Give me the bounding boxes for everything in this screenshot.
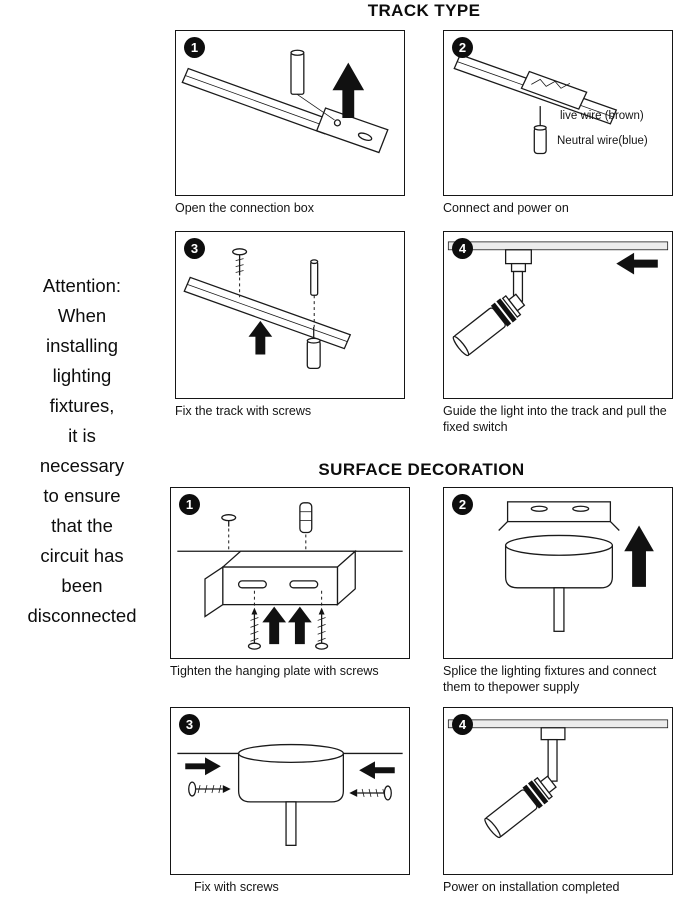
hanging-connector [306, 326, 321, 369]
screw-pin [310, 259, 319, 327]
step-caption: Guide the light into the track and pull … [443, 404, 667, 434]
step-panel-track-4: 4 [443, 231, 673, 399]
step-caption: Fix the track with screws [175, 404, 312, 418]
canopy [504, 534, 614, 589]
arrow-up-icon [288, 606, 312, 645]
step-panel-surface-2: 2 [443, 487, 673, 659]
step-number-badge: 2 [452, 494, 473, 515]
arrow-up-icon [248, 320, 273, 355]
screw [188, 781, 231, 797]
step-panel-track-1: 1 [175, 30, 405, 196]
spotlight [484, 775, 557, 839]
step-caption: Fix with screws [194, 880, 279, 894]
live-wire-label: live wire (brown) [560, 110, 644, 122]
fix-with-screws-illustration [177, 743, 403, 846]
mounting-bracket [498, 501, 620, 531]
arrow-up-icon [262, 606, 287, 645]
wiring-cover [520, 70, 588, 110]
step-panel-surface-3: 3 [170, 707, 410, 875]
step-caption: Power on installation completed [443, 880, 620, 894]
installation-completed-illustration [447, 719, 669, 839]
track-adapter [540, 727, 566, 741]
wall-anchor [299, 502, 313, 550]
pendant-rod [285, 801, 297, 846]
connector-pin [290, 49, 335, 121]
canopy [237, 743, 344, 803]
ceiling-track [447, 719, 669, 729]
step-caption: Open the connection box [175, 201, 314, 215]
arrow-right-icon [185, 757, 221, 776]
step-panel-surface-1: 1 [170, 487, 410, 659]
arrow-up-icon [624, 525, 654, 587]
hanging-wire-connector [533, 106, 547, 155]
arrow-left-icon [616, 252, 658, 275]
surface-decoration-title: SURFACE DECORATION [318, 460, 525, 479]
track [181, 67, 332, 135]
step-panel-track-3: 3 [175, 231, 405, 399]
step-number-badge: 1 [179, 494, 200, 515]
fix-track-screws-illustration [183, 248, 352, 369]
track [183, 276, 352, 350]
spotlight [452, 293, 526, 357]
step-number-badge: 2 [452, 37, 473, 58]
stem-rod [547, 738, 558, 782]
hanging-plate [204, 549, 357, 618]
connection-box [315, 107, 389, 154]
track-adapter [504, 249, 532, 273]
track-type-title: TRACK TYPE [367, 1, 481, 20]
ceiling-track [447, 241, 669, 251]
arrow-up-icon [332, 62, 365, 118]
screw [247, 590, 261, 650]
attention-note: Attention: When installing lighting fixt… [27, 275, 137, 626]
step-number-badge: 4 [452, 714, 473, 735]
step-caption: Splice the lighting fixtures and connect… [443, 664, 657, 694]
step-panel-surface-4: 4 [443, 707, 673, 875]
step-number-badge: 3 [184, 238, 205, 259]
screw [315, 590, 329, 650]
step-caption: Tighten the hanging plate with screws [170, 664, 379, 678]
splice-fixture-illustration [498, 501, 654, 632]
step-number-badge: 3 [179, 714, 200, 735]
step-panel-track-2: live wire (brown) Neutral wire(blue) 2 [443, 30, 673, 196]
screw [349, 785, 392, 801]
step-number-badge: 1 [184, 37, 205, 58]
arrow-left-icon [359, 761, 395, 780]
screw [232, 248, 248, 298]
pendant-rod [553, 587, 565, 632]
guide-light-illustration [447, 241, 669, 357]
step-caption: Connect and power on [443, 201, 569, 215]
neutral-wire-label: Neutral wire(blue) [557, 135, 648, 147]
screw-head [221, 514, 237, 550]
hanging-plate-illustration [177, 502, 403, 650]
connect-power-illustration [453, 53, 618, 155]
step-number-badge: 4 [452, 238, 473, 259]
open-connection-box-illustration [181, 49, 389, 154]
